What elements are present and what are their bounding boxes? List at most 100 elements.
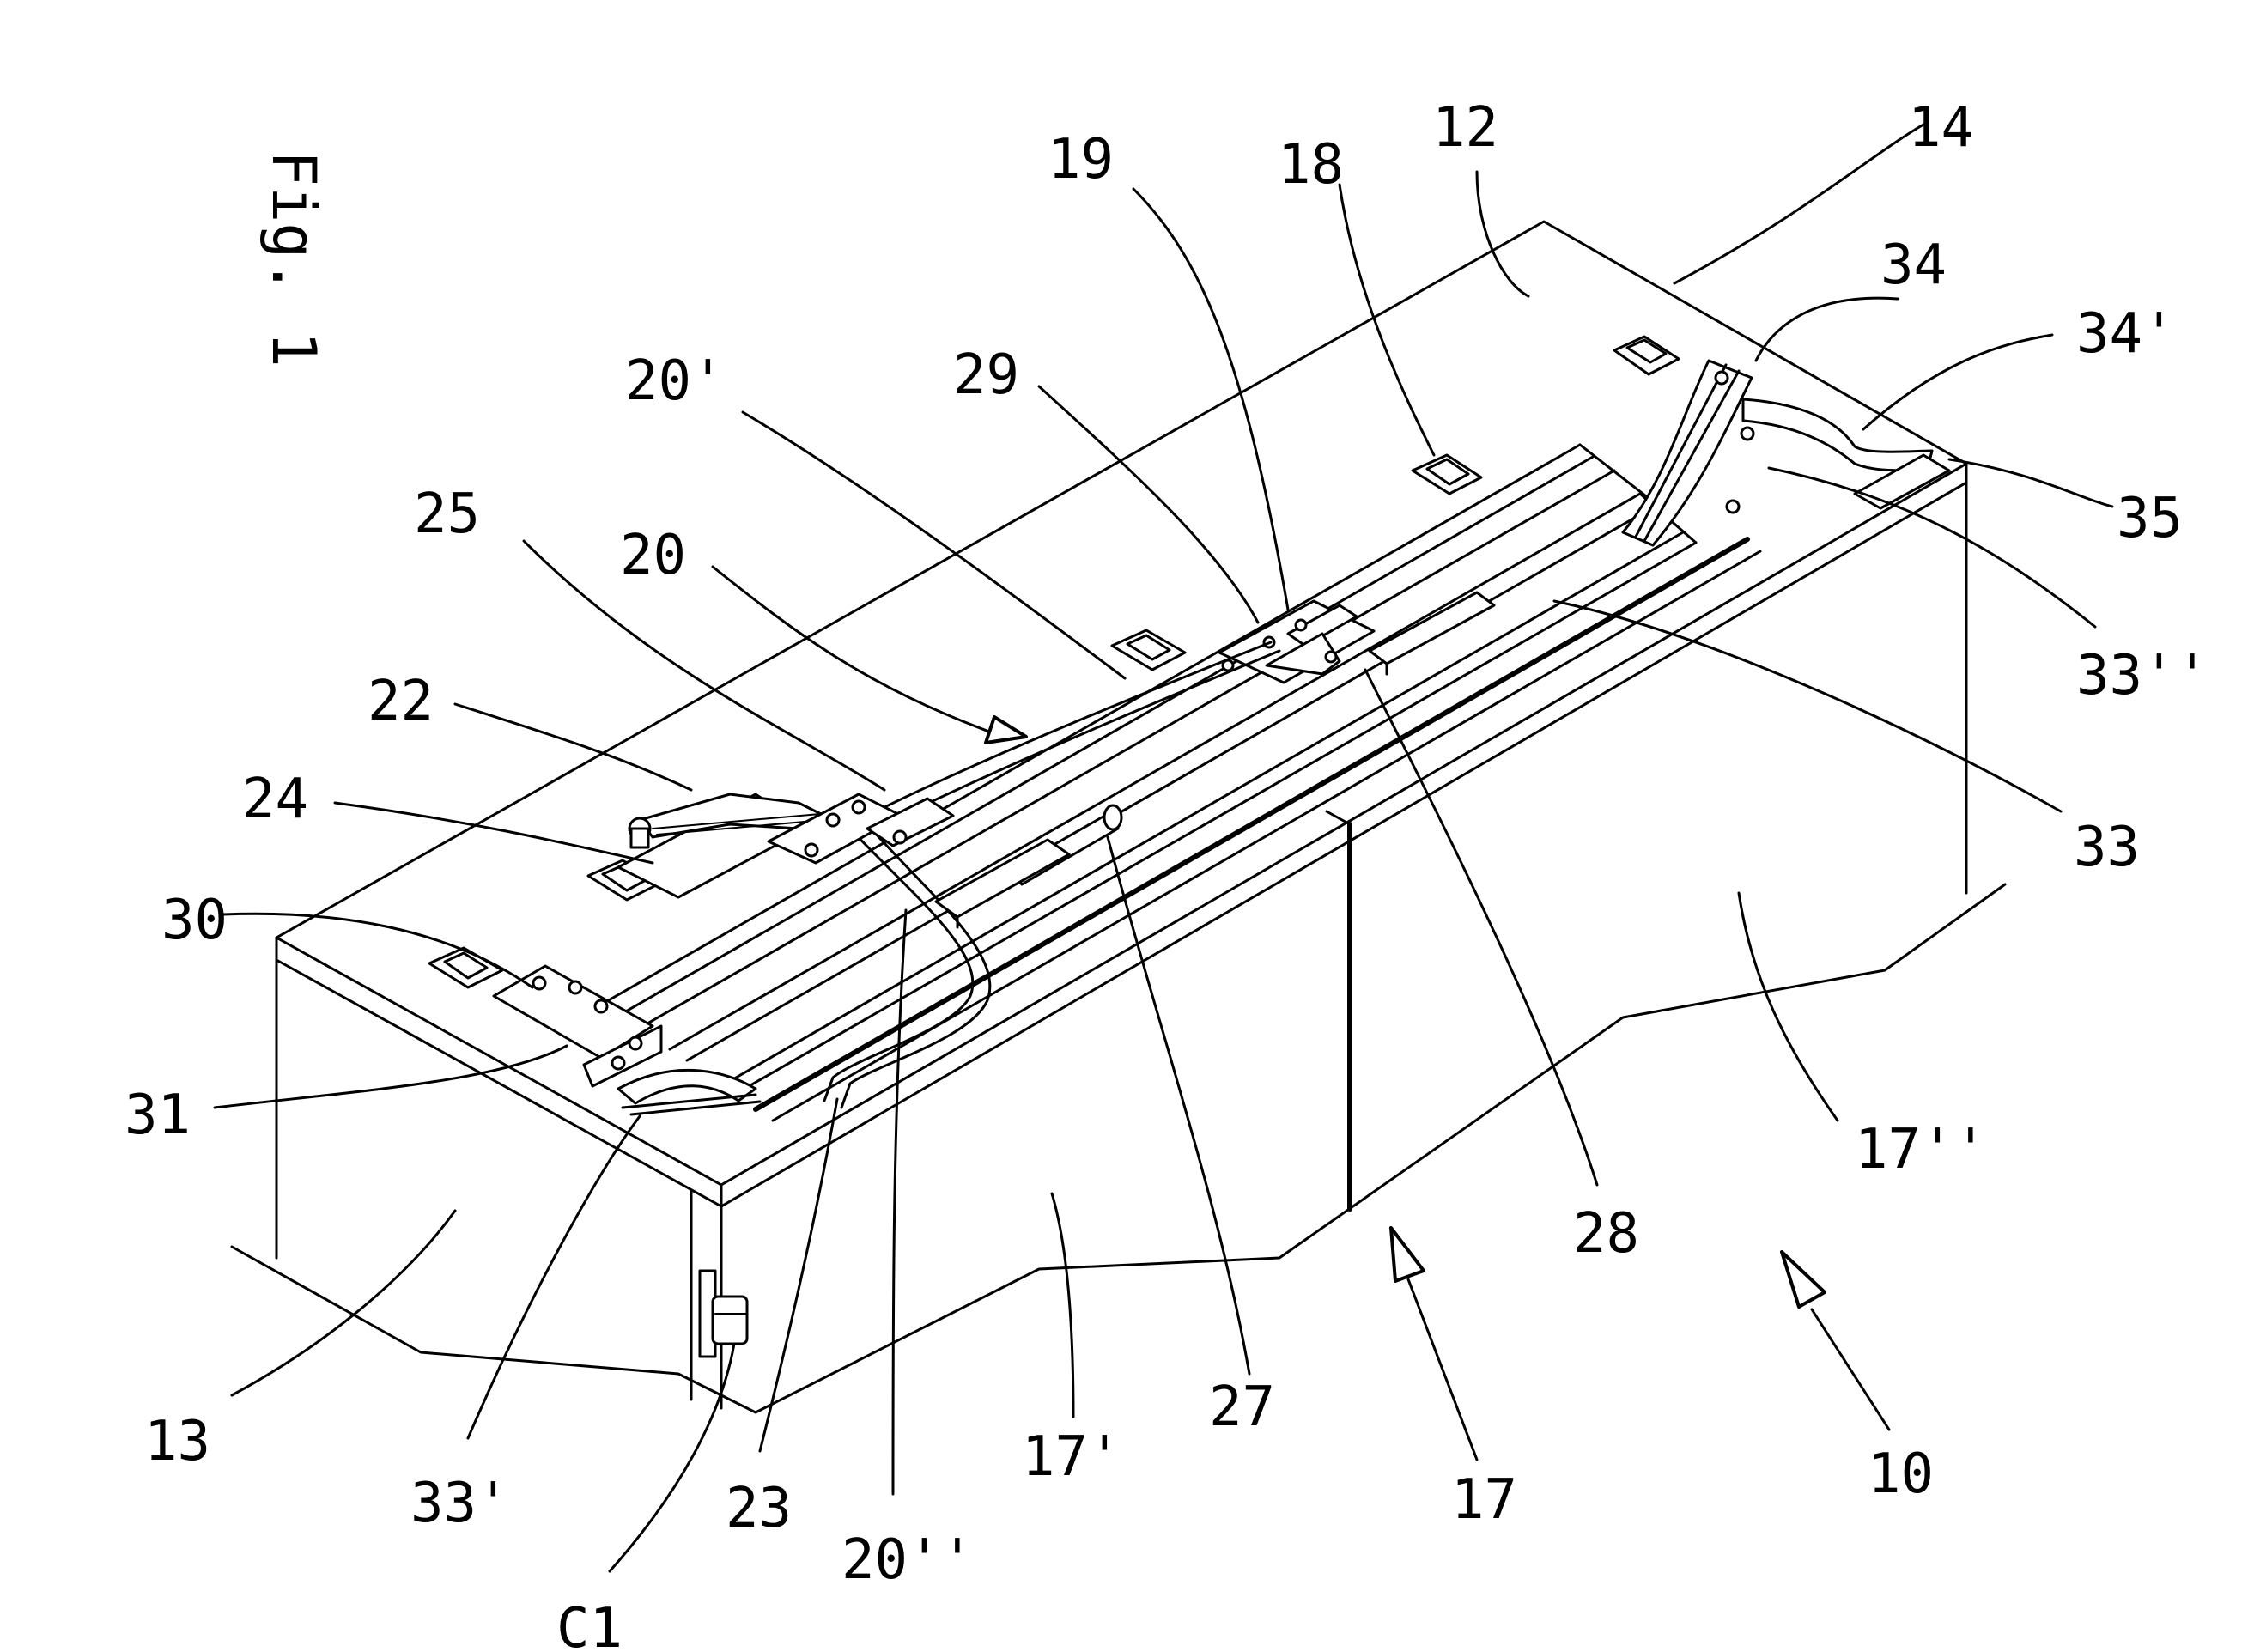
cabinet-body — [230, 220, 2007, 1414]
leader-27 — [1106, 835, 1251, 1376]
guide-34-line-1 — [1634, 363, 1728, 538]
rail-lower-1 — [724, 531, 1685, 1085]
bolt-30-2 — [568, 980, 583, 995]
curved-guide-line-1 — [621, 1093, 757, 1109]
carriage-assembly — [1218, 591, 1496, 684]
arrowhead-17 — [1389, 1226, 1425, 1283]
plate-35 — [1853, 453, 1951, 510]
curved-guide-34 — [1621, 359, 1753, 547]
curved-guide-33p — [617, 1068, 757, 1105]
carriage-bolt-2 — [1294, 618, 1308, 632]
cable-20pp-2 — [840, 823, 992, 1109]
rail-assembly — [599, 443, 1762, 1122]
leader-33 — [1552, 599, 2063, 813]
label-13: 13 — [144, 1410, 210, 1473]
bracket-front — [428, 946, 504, 989]
label-31: 31 — [125, 1084, 191, 1147]
door-split-top — [1325, 810, 1352, 826]
label-18: 18 — [1278, 133, 1344, 197]
label-29: 29 — [953, 343, 1019, 407]
pivot-5 — [892, 829, 908, 845]
leader-C1 — [608, 1342, 736, 1573]
label-34: 34 — [1880, 234, 1947, 297]
right-mechanism — [1621, 359, 1951, 547]
label-34p: 34' — [2076, 302, 2176, 366]
link-plate — [866, 797, 955, 847]
leader-12 — [1475, 170, 1530, 298]
label-33: 33 — [2074, 816, 2140, 879]
label-20pp: 20'' — [841, 1528, 974, 1592]
cable-20-lower — [874, 649, 1281, 830]
leader-18 — [1338, 183, 1436, 457]
leader-20p — [741, 410, 1127, 680]
rail-right-end — [1578, 443, 1659, 507]
hinge-knuckle — [711, 1295, 749, 1345]
leader-29 — [1037, 385, 1260, 624]
broken-bottom-outline — [230, 883, 2007, 1414]
label-28: 28 — [1573, 1202, 1639, 1266]
bolt-34-1 — [1714, 370, 1729, 386]
pivot-post — [629, 827, 650, 849]
guide-block-18 — [1368, 591, 1496, 665]
arrowhead-10 — [1780, 1250, 1826, 1309]
cable-20-upper — [866, 641, 1273, 817]
label-C1: C1 — [556, 1597, 623, 1652]
label-20: 20 — [620, 524, 686, 587]
label-33pp: 33'' — [2076, 644, 2208, 708]
label-27: 27 — [1209, 1376, 1275, 1439]
bracket-far — [1613, 335, 1680, 376]
leader-25 — [522, 539, 886, 792]
cylinder-27 — [934, 804, 1123, 929]
leader-24 — [333, 801, 654, 865]
label-30: 30 — [161, 889, 228, 952]
guide-34-line-2 — [1643, 369, 1741, 543]
pivot-4 — [804, 842, 819, 858]
label-17p: 17' — [1022, 1425, 1121, 1489]
left-mechanism — [617, 793, 955, 899]
leader-19 — [1132, 187, 1290, 611]
leader-lines — [213, 123, 2114, 1573]
leader-31 — [213, 1044, 568, 1109]
hinge-c1 — [698, 1269, 749, 1358]
rail-upper-3 — [634, 469, 1616, 1032]
rail-upper-2 — [617, 455, 1595, 1017]
arm-34p — [1741, 398, 1934, 472]
leader-23 — [758, 1097, 839, 1453]
cable-20pp-1 — [823, 827, 975, 1102]
top-panel-right-edge-2 — [720, 481, 1968, 1208]
label-17: 17 — [1451, 1468, 1517, 1532]
rail-upper-1 — [599, 443, 1582, 1006]
leader-22 — [453, 702, 693, 792]
leader-33pp — [1767, 466, 2097, 629]
leader-20 — [711, 565, 998, 736]
leader-17p — [1050, 1192, 1075, 1418]
curved-guide-line-2 — [629, 1100, 762, 1116]
carriage-block — [1286, 604, 1358, 647]
plate-30 — [492, 964, 654, 1060]
bracket-mid-far — [1411, 453, 1483, 495]
mounting-brackets — [428, 335, 1680, 989]
bolt-34-2 — [1740, 426, 1755, 441]
label-17pp: 17'' — [1855, 1118, 1987, 1181]
leader-33p — [466, 1114, 641, 1440]
rail-front-strip — [753, 537, 1750, 1112]
leader-13 — [230, 1209, 457, 1397]
arm-22-line-1 — [652, 813, 821, 829]
label-22: 22 — [368, 670, 434, 733]
label-24: 24 — [242, 768, 308, 831]
leader-34 — [1754, 296, 1899, 362]
leader-17pp — [1737, 891, 1839, 1122]
label-12: 12 — [1432, 96, 1498, 160]
label-35: 35 — [2117, 487, 2183, 550]
rail-mid-2 — [685, 503, 1659, 1062]
label-10: 10 — [1868, 1442, 1934, 1506]
leader-35 — [1947, 458, 2114, 508]
leader-20pp — [891, 908, 908, 1496]
arm-22-line-2 — [656, 819, 825, 835]
front-left-mechanism — [492, 964, 762, 1116]
bolt-30-4 — [628, 1036, 643, 1051]
pivot-3 — [851, 799, 866, 815]
bolt-30-1 — [532, 975, 547, 991]
carriage-bolt-3 — [1324, 650, 1338, 664]
